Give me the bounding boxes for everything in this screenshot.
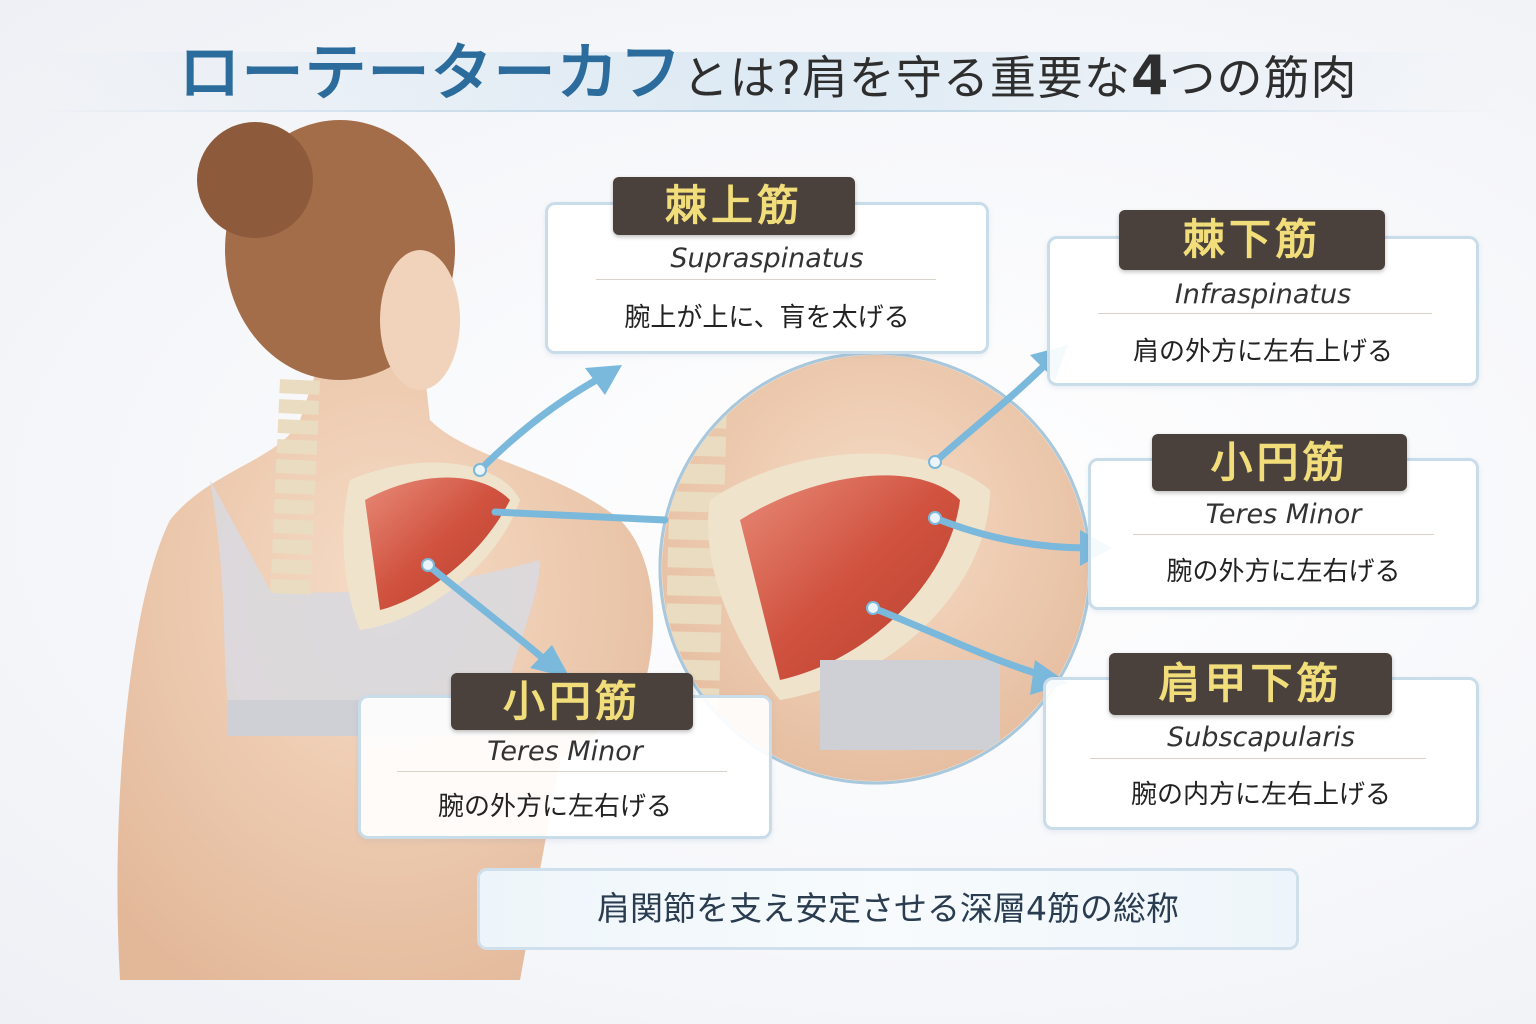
shoulder-closeup-inset <box>658 351 1092 785</box>
muscle-label-supraspinatus: 棘上筋 <box>613 177 855 235</box>
muscle-label-infraspinatus: 棘下筋 <box>1119 210 1385 270</box>
divider <box>1133 534 1434 535</box>
muscle-label-teres-minor-right: 小円筋 <box>1152 434 1407 491</box>
pointer-arrows <box>424 358 1094 680</box>
divider <box>1098 313 1432 314</box>
muscle-label-subscapularis: 肩甲下筋 <box>1109 653 1392 715</box>
divider <box>397 771 727 772</box>
summary-banner: 肩関節を支え安定させる深層4筋の総称 <box>477 868 1299 950</box>
page-title: ローテーターカフとは?肩を守る重要な4つの筋肉 <box>178 36 1358 109</box>
divider <box>596 279 936 280</box>
muscle-label-teres-minor-left: 小円筋 <box>451 673 693 730</box>
divider <box>1090 758 1426 759</box>
title-divider <box>30 110 1506 112</box>
